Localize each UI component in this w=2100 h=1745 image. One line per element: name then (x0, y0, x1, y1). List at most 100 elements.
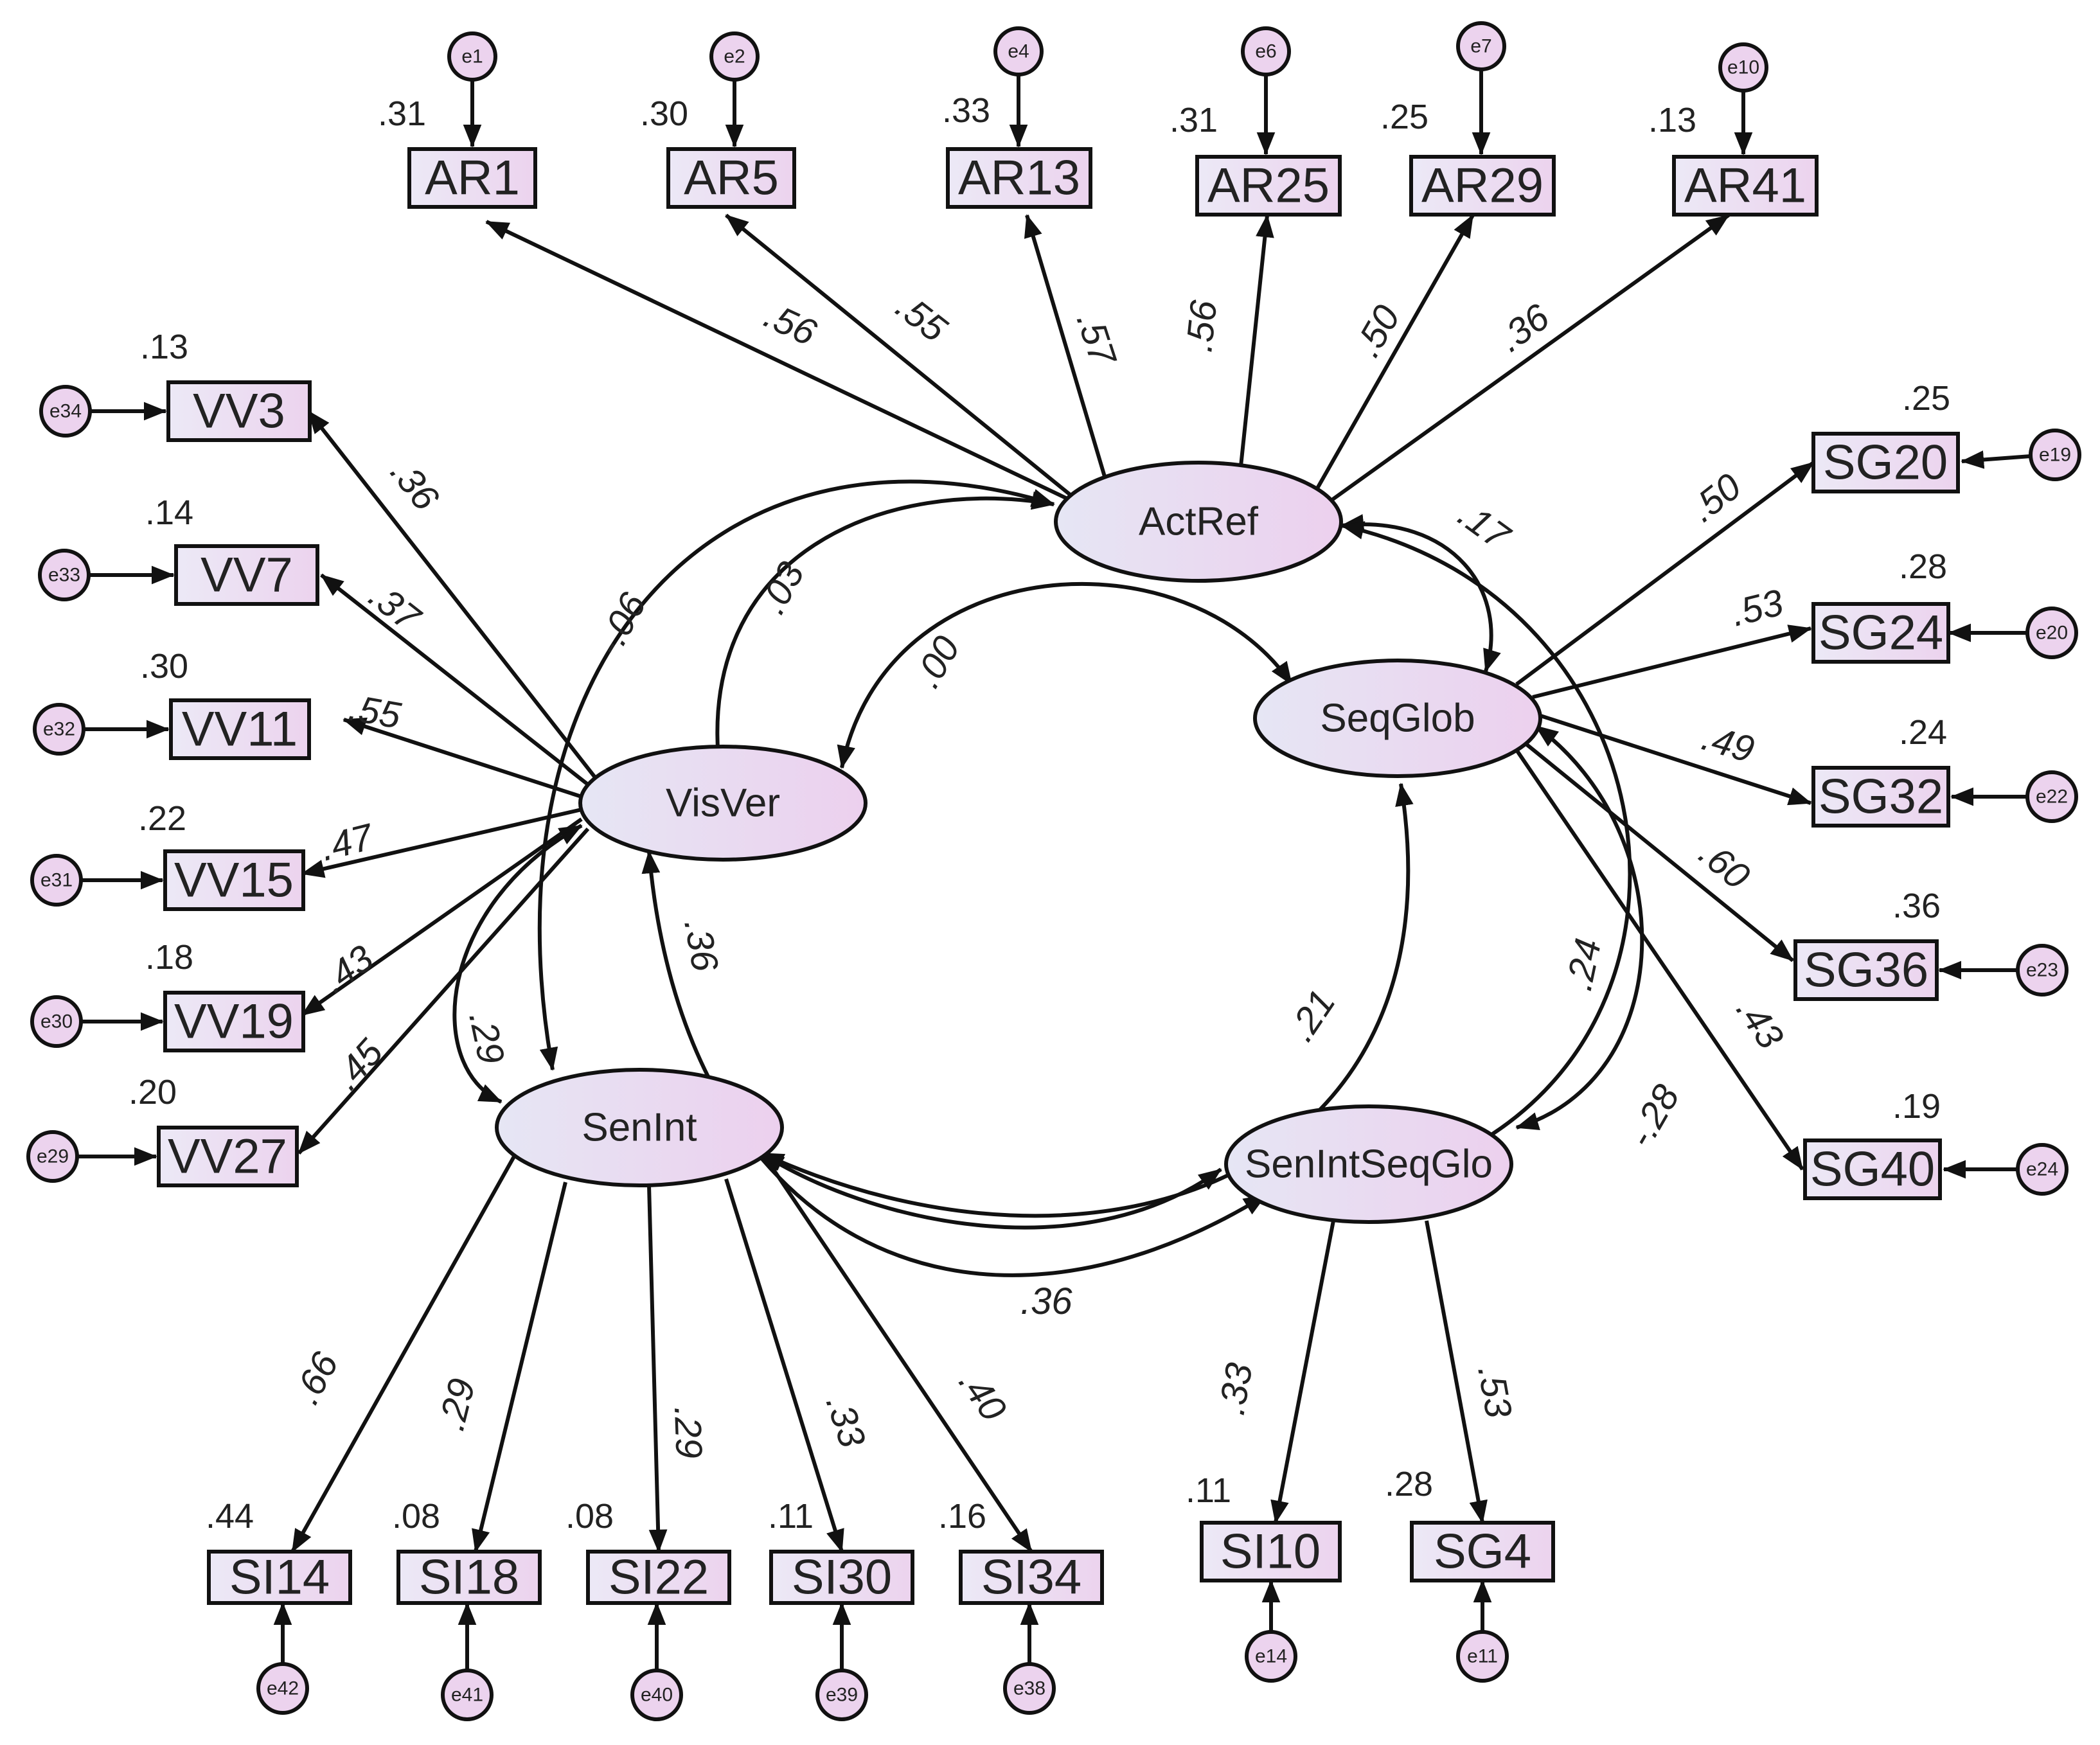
error-circle-e24 (2016, 1143, 2069, 1196)
path-senintseqglo-si10 (1270, 1220, 1335, 1524)
latent-label-visver: VisVer (666, 781, 780, 826)
latent-senint (495, 1068, 784, 1187)
r2-sg32: .24 (1899, 713, 1947, 752)
indicator-label-vv11: VV11 (182, 702, 298, 757)
loading-sg32: .49 (1697, 716, 1758, 771)
error-label-e31: e31 (40, 870, 73, 891)
error-label-e4: e4 (1008, 41, 1029, 62)
error-label-e14: e14 (1255, 1646, 1287, 1667)
indicator-label-sg40: SG40 (1810, 1142, 1935, 1197)
latent-labels: ActRef VisVer SeqGlob SenInt SenIntSeqGl… (582, 500, 1493, 1187)
error-label-e23: e23 (2026, 960, 2058, 981)
latent-seqglob (1253, 659, 1542, 778)
error-label-e32: e32 (43, 719, 75, 740)
box-ar41 (1672, 155, 1819, 217)
box-ar5 (666, 147, 796, 209)
loading-vv7: .37 (361, 574, 429, 641)
r2-si22: .08 (565, 1497, 614, 1536)
corr-seqglob-senint: .21 (1280, 982, 1344, 1049)
r2-vv15: .22 (138, 799, 186, 838)
loading-ar41: .36 (1490, 296, 1557, 360)
indicator-boxes (157, 147, 1960, 1605)
indicator-label-sg36: SG36 (1804, 943, 1928, 998)
error-label-e10: e10 (1727, 57, 1759, 78)
error-circle-e41 (441, 1669, 494, 1721)
error-circle-e10 (1718, 42, 1768, 93)
path-senint-si30 (724, 1178, 844, 1553)
corr-actref-visver: .03 (751, 555, 812, 621)
indicator-label-sg4: SG4 (1434, 1525, 1531, 1579)
error-label-e20: e20 (2036, 623, 2068, 644)
box-ar1 (407, 147, 537, 209)
box-si18 (396, 1550, 542, 1605)
corr-actref-seqglob: .17 (1450, 493, 1518, 559)
box-sg20 (1811, 432, 1960, 493)
error-circle-e34 (39, 385, 92, 438)
error-circle-e19 (2029, 429, 2081, 481)
box-vv7 (174, 544, 319, 606)
path-senintseqglo-sg4 (1425, 1220, 1488, 1524)
error-label-e38: e38 (1013, 1678, 1046, 1699)
loading-vv27: .45 (325, 1031, 391, 1098)
corr-visver-senintseqglo: .36 (676, 916, 726, 975)
error-label-e2: e2 (724, 46, 745, 67)
latent-ellipses (495, 461, 1542, 1224)
cov-senint-senintseqglo (760, 1151, 1222, 1230)
r2-ar5: .30 (640, 94, 688, 133)
r2-sg36: .36 (1892, 887, 1941, 925)
path-seqglob-sg32 (1532, 711, 1812, 806)
r2-vv7: .14 (145, 493, 193, 532)
box-si22 (586, 1550, 731, 1605)
cov-visver-senint (452, 824, 583, 1104)
cov-visver-seqglob (837, 581, 1294, 769)
loading-si18: .29 (431, 1374, 484, 1435)
indicator-label-si18: SI18 (419, 1550, 519, 1605)
error-label-e7: e7 (1470, 36, 1491, 57)
r2-sg40: .19 (1892, 1087, 1941, 1126)
loading-ar5: .55 (888, 285, 955, 350)
loading-ar1: .56 (758, 294, 823, 354)
error-circle-e22 (2025, 770, 2078, 823)
cov-actref-visver (707, 491, 1055, 772)
indicator-label-ar41: AR41 (1684, 159, 1806, 213)
loading-vv11: .55 (346, 687, 404, 737)
indicator-label-sg20: SG20 (1823, 436, 1948, 490)
error-label-e11: e11 (1467, 1646, 1498, 1667)
box-sg24 (1811, 602, 1950, 664)
box-vv3 (166, 380, 312, 442)
box-vv15 (163, 849, 305, 911)
error-circle-e38 (1003, 1662, 1056, 1715)
box-sg36 (1793, 939, 1939, 1001)
error-label-e6: e6 (1255, 41, 1276, 62)
path-actref-ar41 (1329, 213, 1730, 503)
latent-senintseqglo (1224, 1104, 1513, 1224)
indicator-label-vv7: VV7 (200, 548, 293, 603)
loading-si30: .33 (818, 1390, 874, 1453)
error-circle-e11 (1456, 1630, 1509, 1683)
path-visver-vv27 (297, 828, 590, 1155)
indicator-label-sg32: SG32 (1819, 770, 1943, 824)
cov-actref-seqglob (1340, 514, 1501, 673)
cov-seqglob-senintseqglo (1515, 724, 1644, 1130)
error-circle-e7 (1456, 21, 1506, 71)
corr-visver-senint: .29 (461, 1008, 512, 1067)
r2-vv3: .13 (140, 328, 188, 366)
cov-visver-senintseqglo (641, 850, 1267, 1277)
error-label-e1: e1 (461, 46, 483, 67)
r-squared-labels: .31 .30 .33 .31 .25 .13 .13 .14 .30 .22 … (129, 91, 1950, 1536)
error-label-e22: e22 (2036, 786, 2068, 808)
error-label-e29: e29 (37, 1146, 69, 1167)
indicator-label-vv27: VV27 (168, 1129, 287, 1184)
box-vv11 (169, 698, 311, 760)
loading-vv15: .47 (316, 815, 378, 869)
loading-sg40: .43 (1728, 990, 1792, 1056)
path-seqglob-sg20 (1515, 461, 1815, 686)
error-circle-e14 (1245, 1630, 1297, 1683)
indicator-label-sg24: SG24 (1819, 606, 1943, 660)
box-ar13 (946, 147, 1092, 209)
error-label-e33: e33 (48, 565, 80, 586)
box-sg40 (1803, 1138, 1942, 1200)
error-circle-e33 (38, 549, 91, 601)
error-circle-e20 (2025, 607, 2078, 659)
latent-visver (578, 745, 868, 862)
